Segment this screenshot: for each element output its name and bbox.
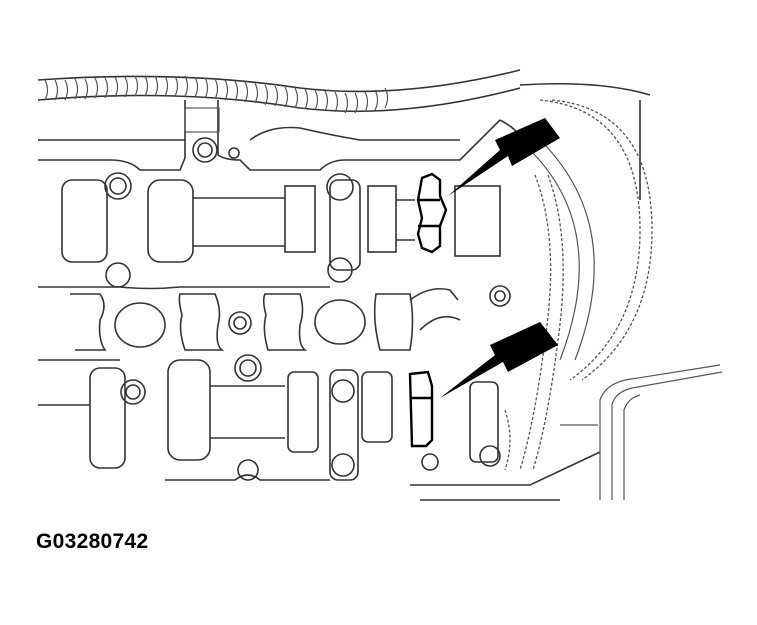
camshaft-timing-diagram: [37, 69, 723, 501]
upper-camshaft: [61, 107, 501, 288]
port-band: [70, 285, 511, 351]
wiring-harness: [37, 69, 521, 114]
head-outline: [38, 82, 651, 361]
upper-callout-arrow-icon: [448, 118, 560, 196]
timing-cover: [560, 364, 723, 500]
lower-callout-arrow-icon: [440, 322, 558, 398]
lower-camshaft: [38, 354, 601, 501]
figure-id-label: G03280742: [36, 530, 149, 553]
